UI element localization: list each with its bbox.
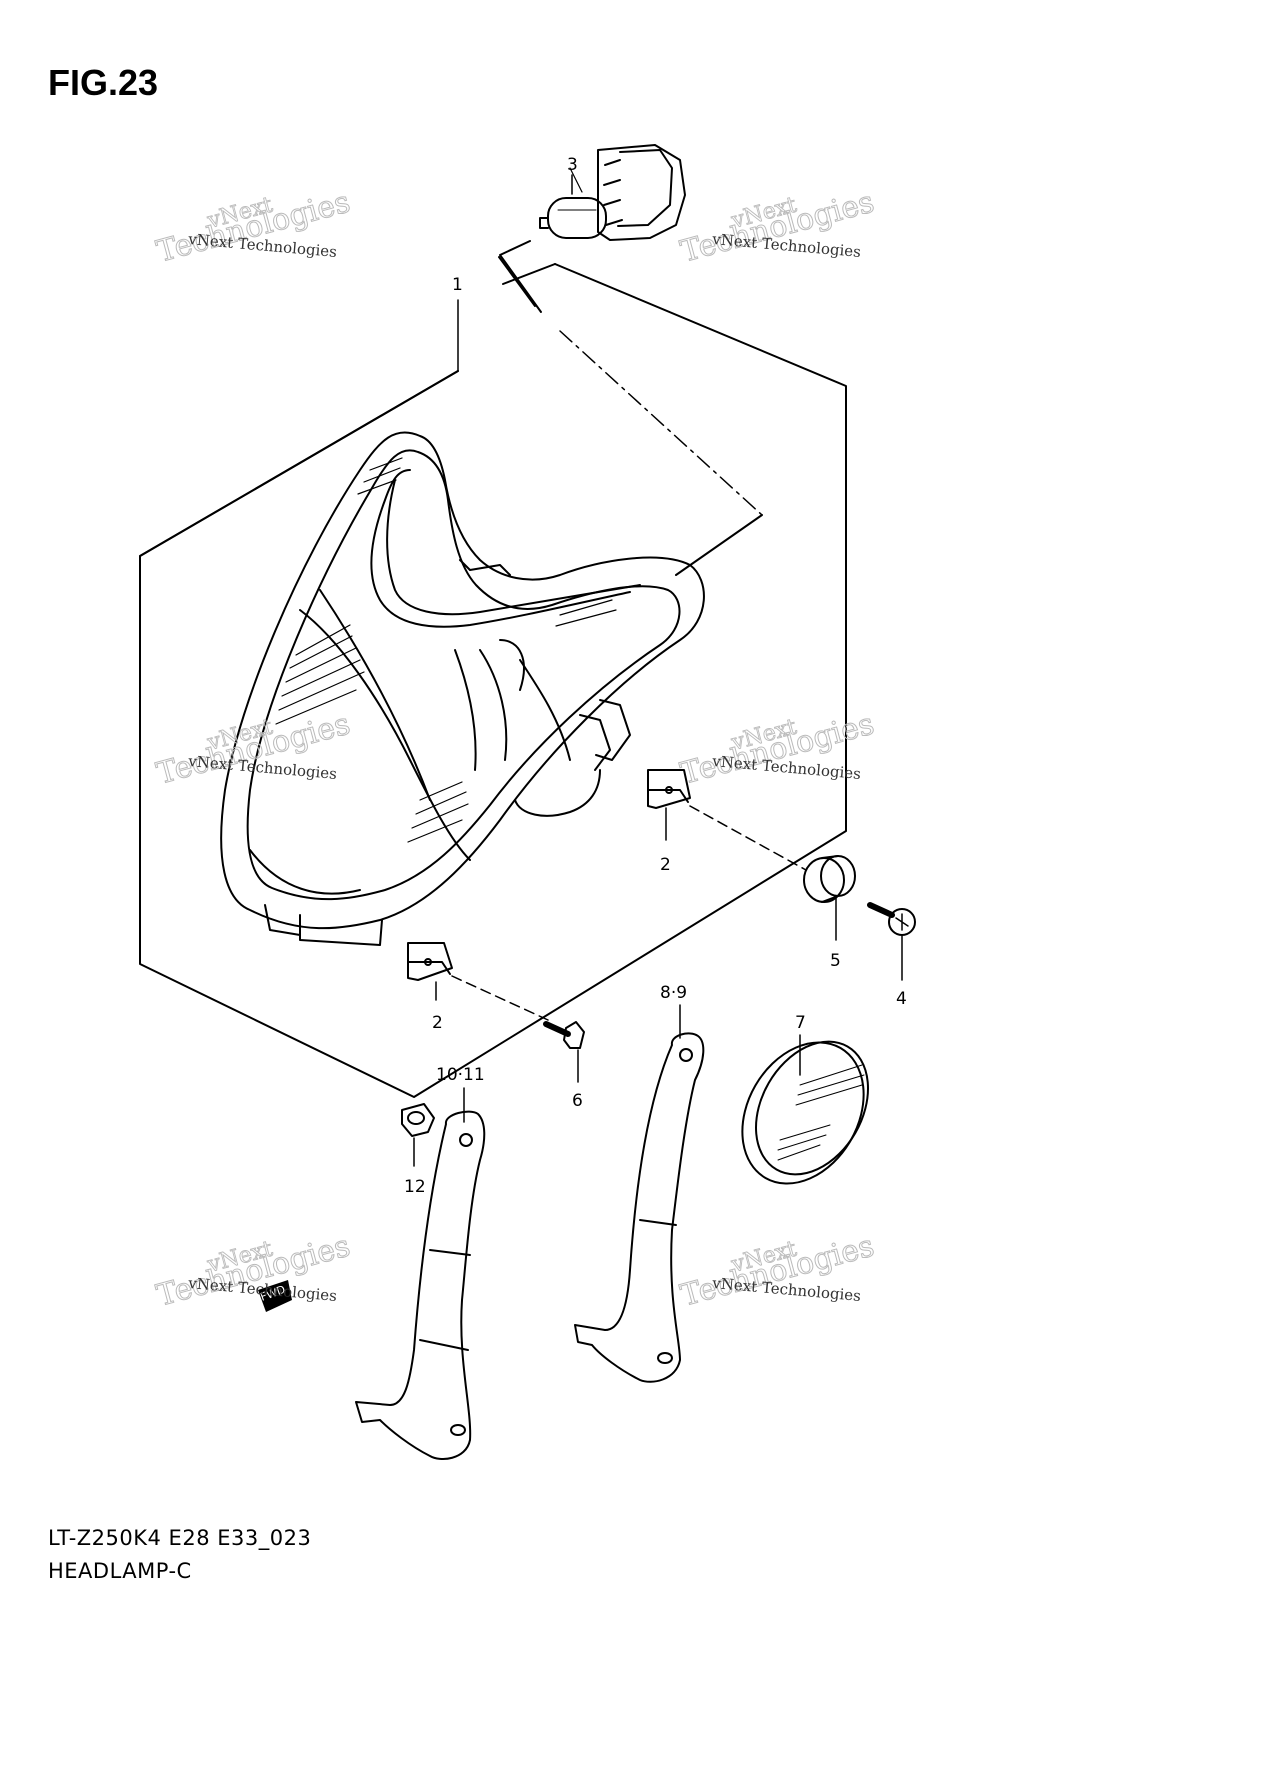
reflector — [741, 1040, 869, 1185]
callout-4: 4 — [896, 989, 907, 1009]
callout-1: 1 — [452, 275, 463, 295]
callout-8-9: 8·9 — [660, 983, 687, 1003]
watermark-bottom-left: vNext Technologies vNext Technologies — [153, 1228, 355, 1314]
model-code-caption: LT-Z250K4 E28 E33_023 — [48, 1526, 312, 1550]
callout-2-lower: 2 — [432, 1013, 443, 1033]
bulb-guide-lines — [498, 240, 763, 576]
screw-part-4 — [867, 902, 916, 936]
watermark-bottom-right: vNext Technologies vNext Technologies — [677, 1228, 879, 1314]
callout-3: 3 — [567, 155, 578, 175]
fwd-mark: FWD — [258, 1280, 292, 1312]
callout-5: 5 — [830, 951, 841, 971]
clip-nut-lower — [407, 942, 453, 981]
figure-title: FIG.23 — [48, 62, 159, 103]
watermark-top-right: vNext Technologies vNext Technologies — [677, 184, 879, 270]
part-group-caption: HEADLAMP-C — [48, 1559, 192, 1583]
watermark-mid-right: vNext Technologies vNext Technologies — [677, 706, 879, 792]
callout-2-upper: 2 — [660, 855, 671, 875]
grommet — [803, 855, 856, 903]
callout-labels: 1 2 2 3 4 5 6 7 8·9 10·11 12 — [404, 155, 907, 1197]
callout-10-11: 10·11 — [436, 1065, 485, 1085]
headlamp-housing — [220, 431, 705, 946]
callout-6: 6 — [572, 1091, 583, 1111]
bracket-left — [355, 1110, 486, 1460]
callout-leaders — [413, 174, 903, 1167]
assembly-frame — [139, 263, 847, 1098]
callout-7: 7 — [795, 1013, 806, 1033]
bolt-part-6 — [543, 1021, 585, 1049]
callout-12: 12 — [404, 1177, 426, 1197]
clip-nut-upper — [647, 769, 691, 809]
watermark-mid-left: vNext Technologies vNext Technologies — [153, 706, 355, 792]
bracket-right — [574, 1032, 705, 1383]
nut-part-12 — [401, 1103, 435, 1137]
watermark-top-left: vNext Technologies vNext Technologies — [153, 184, 355, 270]
bulb-socket — [539, 144, 686, 241]
